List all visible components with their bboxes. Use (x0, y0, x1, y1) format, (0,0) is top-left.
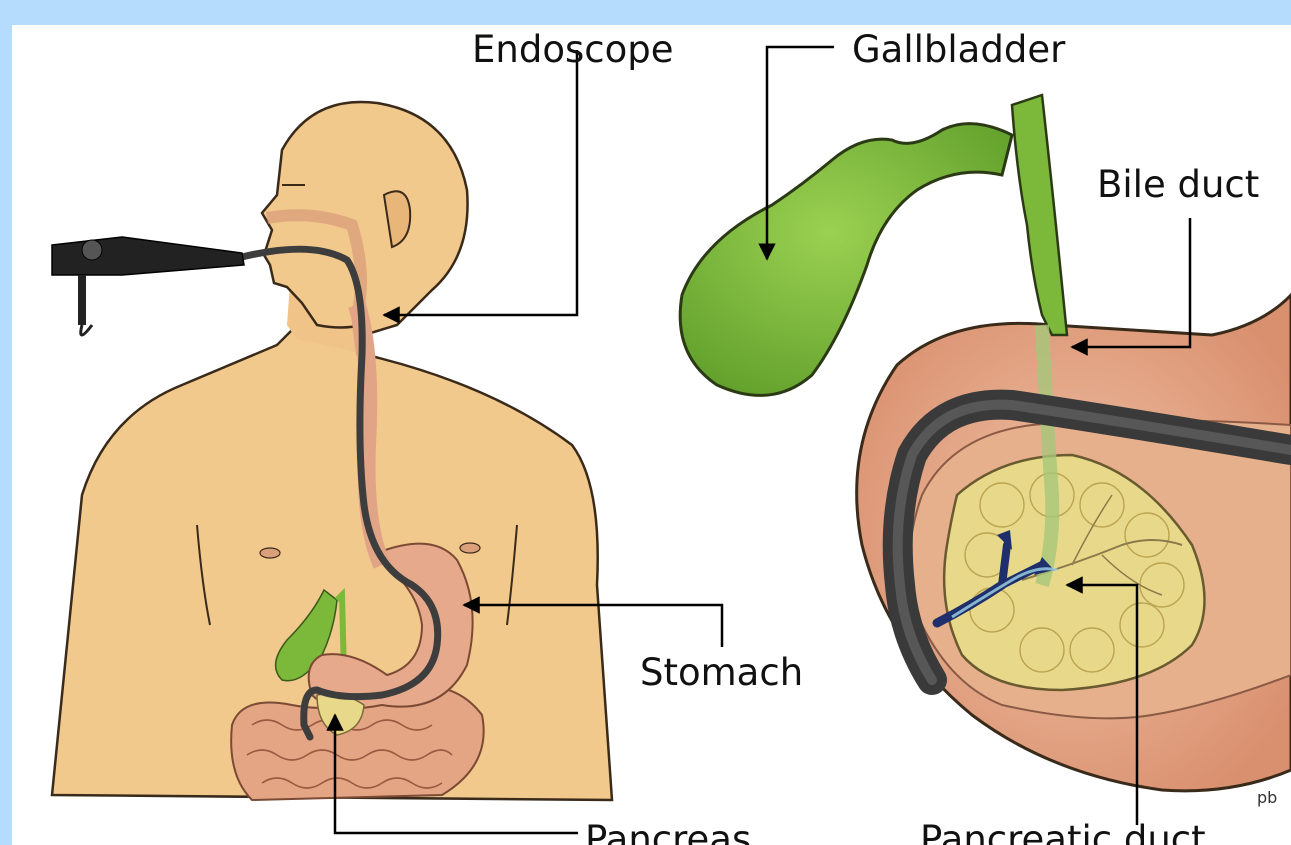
endoscope-handle (52, 237, 244, 335)
artist-signature: pb (1257, 788, 1277, 807)
label-pancreatic-duct: Pancreatic duct (920, 818, 1206, 845)
label-bile-duct: Bile duct (1097, 163, 1259, 206)
label-endoscope: Endoscope (472, 28, 673, 71)
label-stomach: Stomach (640, 651, 803, 694)
ercp-illustration: Endoscope Gallbladder Bile duct Stomach … (12, 25, 1291, 845)
diagram-canvas: Endoscope Gallbladder Bile duct Stomach … (12, 25, 1291, 845)
label-gallbladder: Gallbladder (852, 28, 1066, 71)
body-figure (52, 102, 612, 800)
label-pancreas: Pancreas (585, 818, 751, 845)
